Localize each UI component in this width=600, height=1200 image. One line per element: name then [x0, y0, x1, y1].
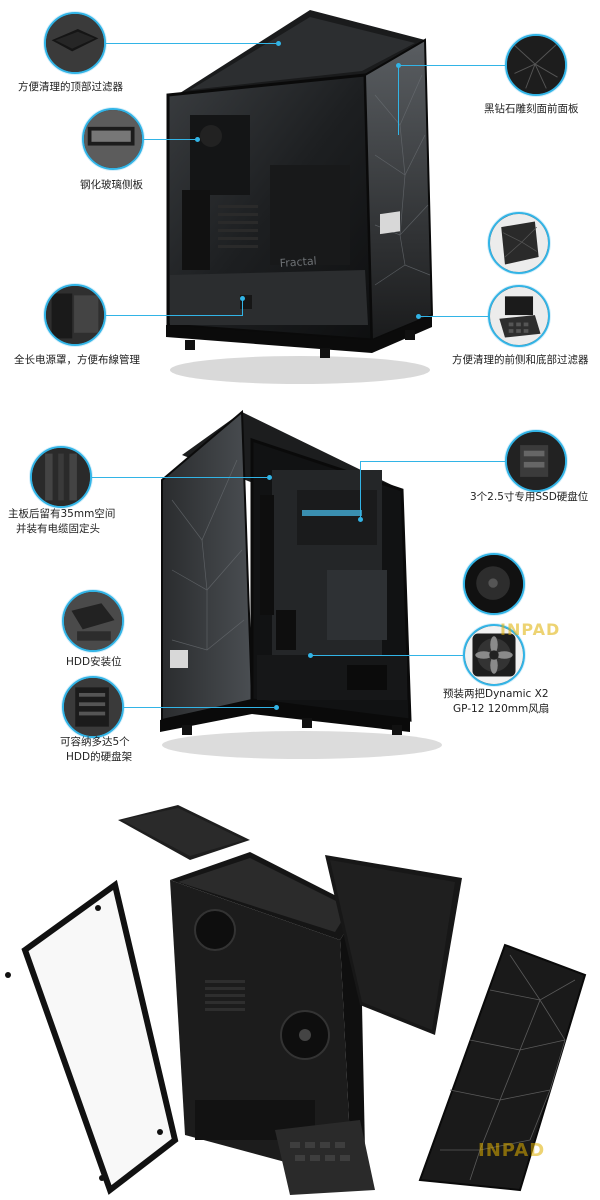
top-filter-thumbnail — [44, 12, 106, 74]
label-hdd-mount: HDD安装位 — [66, 656, 122, 668]
label-ssd-bays: 3个2.5寸专用SSD硬盘位 — [470, 491, 589, 503]
exploded-view-image — [5, 805, 587, 1195]
callout-dot-glass-panel — [195, 137, 200, 142]
front-panel-thumbnail — [505, 34, 567, 96]
front-filter-thumbnail — [488, 212, 550, 274]
callout-line-glass-panel — [144, 139, 196, 140]
ssd-bays-thumbnail — [505, 430, 567, 492]
inpad-watermark-bottom: INPAD — [478, 1140, 546, 1161]
case-rear-view-image — [160, 409, 442, 759]
section-rear-features: 主板后留有35mm空间 并装有电缆固定头 3个2.5寸专用SSD硬盘位 HDD安… — [0, 390, 600, 780]
label-fans-line1: 预装两把Dynamic X2 — [443, 688, 549, 700]
callout-dot-ssd-bays — [358, 517, 363, 522]
callout-dot-hdd-cage — [274, 705, 279, 710]
label-front-panel: 黑钻石雕刻面前面板 — [484, 103, 579, 115]
dynamic-fan-thumbnail — [463, 624, 525, 686]
label-front-filter: 方便清理的前侧和底部过滤器 — [452, 354, 589, 366]
bottom-filter-thumbnail — [488, 285, 550, 347]
callout-line-cable-space — [92, 477, 267, 478]
callout-line-top-filter — [106, 43, 276, 44]
callout-dot-front-filter — [416, 314, 421, 319]
callout-vline-psu-shroud — [242, 298, 243, 316]
callout-line-front-panel — [398, 65, 505, 66]
callout-vline-ssd-bays — [360, 461, 361, 519]
glass-panel-thumbnail — [82, 108, 144, 170]
case-side-logo: Fractal — [279, 254, 317, 270]
label-hdd-cage-line1: 可容纳多达5个 — [60, 736, 130, 748]
label-fans-line2: GP-12 120mm风扇 — [453, 703, 550, 715]
rear-fan-thumbnail — [463, 553, 525, 615]
callout-dot-cable-space — [267, 475, 272, 480]
callout-vline-front-panel — [398, 65, 399, 135]
psu-shroud-thumbnail — [44, 284, 106, 346]
case-front-view-image: Fractal — [166, 10, 434, 384]
label-psu-shroud: 全长电源罩，方便布線管理 — [14, 354, 140, 366]
callout-line-ssd-bays — [360, 461, 505, 462]
hdd-mount-thumbnail — [62, 590, 124, 652]
callout-dot-psu-shroud — [240, 296, 245, 301]
callout-line-front-filter — [420, 316, 488, 317]
cable-management-thumbnail — [30, 446, 92, 508]
callout-dot-fans — [308, 653, 313, 658]
callout-line-fans — [310, 655, 463, 656]
label-cable-space-line2: 并装有电缆固定头 — [16, 523, 100, 535]
inpad-watermark: INPAD — [500, 620, 561, 639]
callout-dot-top-filter — [276, 41, 281, 46]
section-exploded-view: INPAD — [0, 790, 600, 1200]
label-top-filter: 方便清理的顶部过滤器 — [18, 81, 123, 93]
label-glass-panel: 钢化玻璃侧板 — [80, 179, 143, 191]
label-cable-space-line1: 主板后留有35mm空间 — [8, 508, 116, 520]
section-front-features: Fractal 方便清理的顶部过滤器 钢化玻璃侧板 全长电源罩，方便布線管理 — [0, 0, 600, 390]
callout-line-psu-shroud — [106, 315, 242, 316]
callout-line-hdd-cage — [124, 707, 274, 708]
label-hdd-cage-line2: HDD的硬盘架 — [66, 751, 133, 763]
hdd-cage-thumbnail — [62, 676, 124, 738]
